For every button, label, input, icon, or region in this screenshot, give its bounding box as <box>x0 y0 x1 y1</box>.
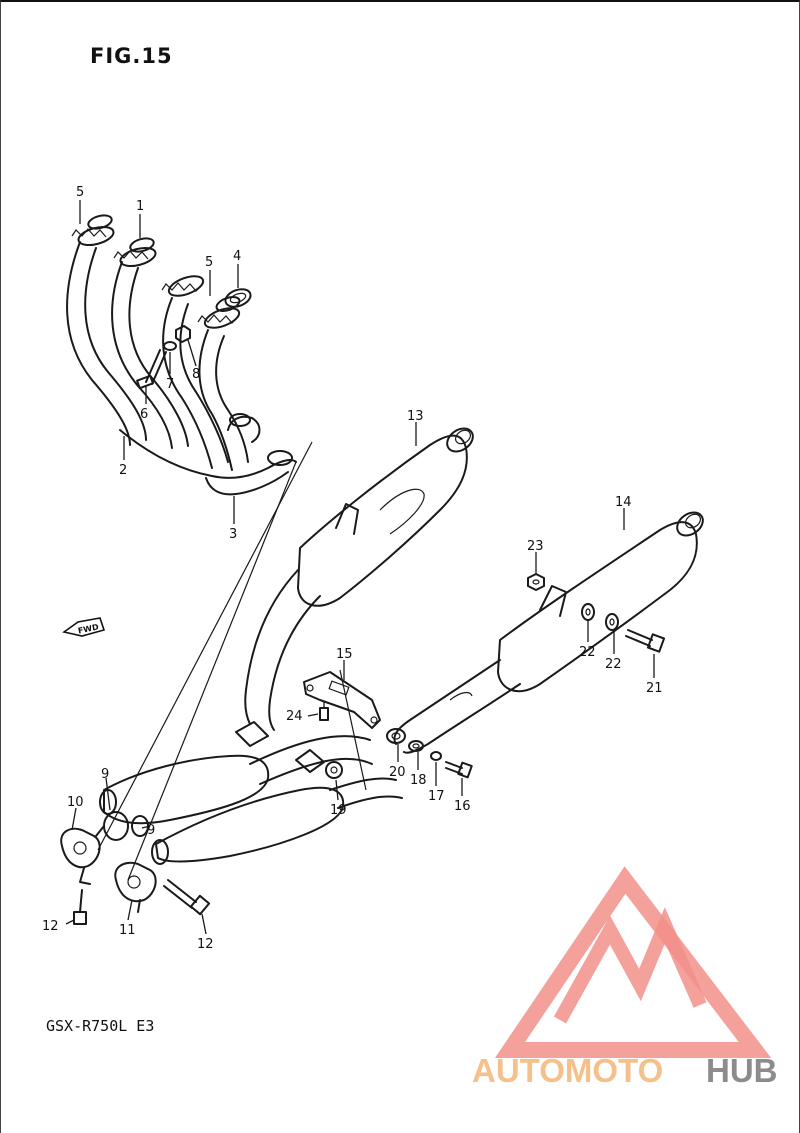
grommet-20 <box>386 728 406 744</box>
muffler-13 <box>235 427 474 747</box>
model-code: GSX-R750L E3 <box>46 1017 155 1035</box>
bolt-16 <box>445 761 473 779</box>
callout-3: 3 <box>229 527 237 542</box>
callout-11: 11 <box>119 923 136 938</box>
watermark-logo: AUTOMOTO HUB <box>472 866 778 1089</box>
callout-24: 24 <box>286 709 303 724</box>
callout-13: 13 <box>407 409 424 424</box>
muffler-14 <box>393 511 704 754</box>
callout-18: 18 <box>410 773 427 788</box>
callout-5-upper-left: 5 <box>76 185 84 200</box>
clamp-10 <box>60 827 101 885</box>
callout-7: 7 <box>166 377 174 392</box>
header-pipe-3 <box>161 275 229 469</box>
gasket-9-lower <box>131 815 149 837</box>
callout-labels: 5 1 5 4 7 8 6 2 3 13 14 23 22 22 21 15 2… <box>42 185 663 952</box>
callout-12-right: 12 <box>197 937 214 952</box>
callout-21: 21 <box>646 681 663 696</box>
leader-lines <box>65 200 655 935</box>
bracket-15 <box>303 671 381 729</box>
bolt-12-left <box>73 889 87 925</box>
callout-22-left: 22 <box>579 645 596 660</box>
bushing-19 <box>325 761 343 779</box>
callout-23: 23 <box>527 539 544 554</box>
connecting-pipe-right <box>151 749 403 865</box>
fwd-arrow-icon: FWD <box>62 617 106 637</box>
watermark-m-stroke <box>553 907 707 1024</box>
gasket-4 <box>224 288 252 308</box>
washer-22-outer <box>605 613 619 631</box>
callout-4: 4 <box>233 249 241 264</box>
callout-6: 6 <box>140 407 148 422</box>
callout-20: 20 <box>389 765 406 780</box>
callout-17: 17 <box>428 789 445 804</box>
bolt-24 <box>319 702 329 721</box>
callout-15: 15 <box>336 647 353 662</box>
stud-bolt-6 <box>136 349 167 390</box>
callout-9-lower: 9 <box>147 823 155 838</box>
washer-17 <box>430 751 442 761</box>
bolt-21 <box>625 629 666 653</box>
callout-5-right: 5 <box>205 255 213 270</box>
nut-8 <box>175 325 191 343</box>
bolt-12-right <box>163 879 211 916</box>
washer-22-inner <box>581 603 595 621</box>
callout-1: 1 <box>136 199 144 214</box>
connecting-pipe-left <box>99 735 373 825</box>
fwd-label: FWD <box>77 622 100 635</box>
header-pipe-1 <box>66 214 147 446</box>
collector-3 <box>119 413 297 496</box>
callout-9-upper: 9 <box>101 767 109 782</box>
callout-14: 14 <box>615 495 632 510</box>
washer-18 <box>408 740 424 752</box>
figure-title: FIG.15 <box>90 44 173 68</box>
washer-7 <box>163 341 177 351</box>
callout-12-left: 12 <box>42 919 59 934</box>
callout-10: 10 <box>67 795 84 810</box>
watermark-text-hub: HUB <box>706 1052 778 1089</box>
callout-8: 8 <box>192 367 200 382</box>
callout-2: 2 <box>119 463 127 478</box>
gasket-9-upper <box>95 811 129 841</box>
callout-16: 16 <box>454 799 471 814</box>
nut-23 <box>527 573 545 591</box>
clamp-11 <box>114 861 157 913</box>
watermark-text-automoto: AUTOMOTO <box>472 1052 663 1089</box>
callout-22-right: 22 <box>605 657 622 672</box>
assembly-guide-lines <box>97 441 367 881</box>
callout-19: 19 <box>330 803 347 818</box>
header-pipe-2 <box>111 237 189 449</box>
